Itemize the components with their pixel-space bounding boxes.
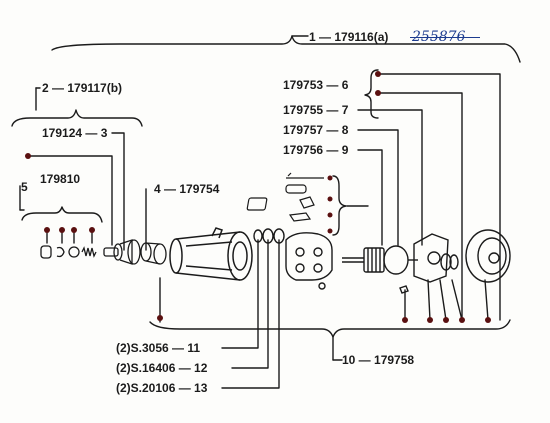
- washers: [253, 228, 285, 244]
- armature: [342, 245, 418, 275]
- leader-3: [111, 132, 125, 251]
- callout-6: 179753 — 6: [283, 78, 349, 92]
- callout-12: (2)S.16406 — 12: [116, 361, 208, 375]
- leader-7: [357, 109, 423, 246]
- leader-11: [221, 239, 259, 349]
- leader-9: [357, 149, 383, 246]
- bracket-item-10: [149, 319, 511, 338]
- brush-holder-plate: [285, 232, 333, 290]
- brace-item-9: [332, 175, 347, 236]
- handwriting-strike: [410, 37, 480, 38]
- bracket-item-5: [21, 206, 103, 223]
- item-5-parts: [40, 245, 97, 259]
- leader-12: [231, 239, 269, 369]
- drive-end: [399, 229, 511, 294]
- callout-3: 179124 — 3: [42, 126, 108, 140]
- brace-item-6: [364, 69, 379, 119]
- end-cap-part: [103, 239, 141, 265]
- leader-markers: [25, 71, 491, 323]
- sleeve-part: [140, 242, 167, 265]
- leader-6a: [377, 73, 501, 321]
- leader-6b: [377, 92, 463, 321]
- callout-1: 1 — 179116(a): [309, 30, 389, 44]
- leader-8: [357, 129, 399, 246]
- motor-housing: [169, 227, 253, 281]
- leader-13: [221, 239, 280, 389]
- callout-9: 179756 — 9: [283, 143, 349, 157]
- brush-set: [246, 172, 324, 222]
- callout-5-part: 179810: [40, 172, 81, 186]
- leader-5b: [27, 155, 113, 246]
- callout-11: (2)S.3056 — 11: [116, 341, 201, 355]
- callout-8: 179757 — 8: [283, 123, 349, 137]
- bracket-item-2: [11, 109, 143, 127]
- callout-2: 2 — 179117(b): [42, 81, 123, 95]
- callout-5: 5: [21, 180, 28, 194]
- callout-13: (2)S.20106 — 13: [116, 381, 208, 395]
- callout-4: 4 — 179754: [154, 182, 220, 196]
- callout-10: 10 — 179758: [342, 353, 415, 367]
- callout-7: 179755 — 7: [283, 103, 349, 117]
